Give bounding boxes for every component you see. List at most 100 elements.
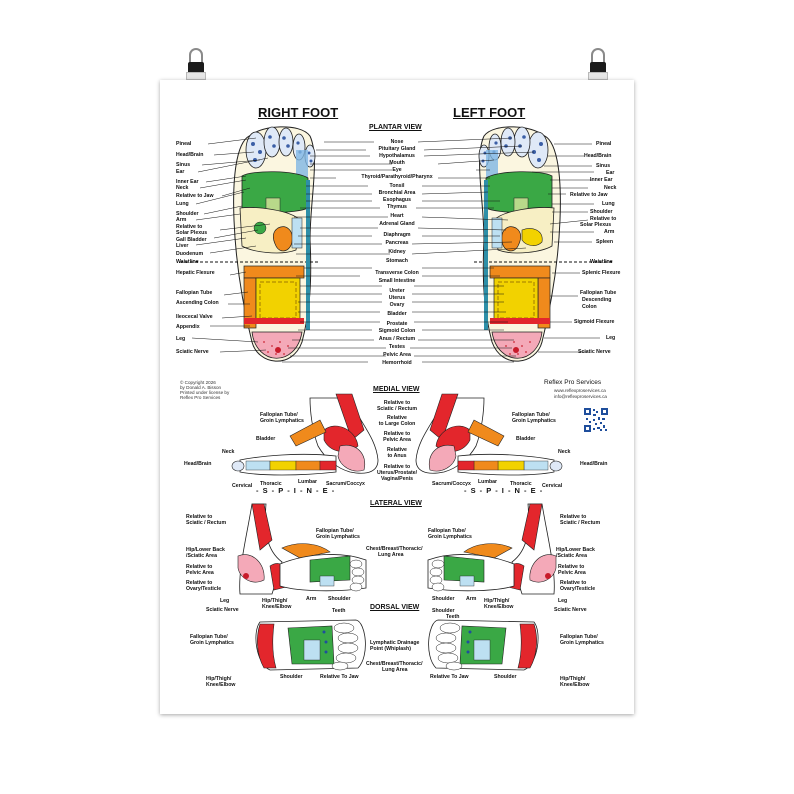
label: Head/Brain — [176, 152, 204, 158]
label: /Sciatic Area — [556, 553, 587, 559]
label: Stomach — [386, 258, 408, 264]
label: Relative to — [560, 514, 587, 520]
label: Eye — [392, 167, 402, 173]
spine-label-left: - S - P - I - N - E - — [464, 486, 544, 495]
label: Inner Ear — [590, 177, 613, 183]
label: Hip/Lower Back — [556, 547, 595, 553]
label: Chest/Breast/Thoracic/ — [366, 661, 423, 667]
label: Leg — [220, 598, 230, 604]
label: Esophagus — [383, 197, 411, 203]
label: Hemorrhoid — [382, 360, 412, 366]
label: Ovary/Testicle — [560, 586, 596, 592]
right-foot-plantar — [180, 126, 320, 362]
medial-view-right — [231, 393, 379, 476]
label: Shoulder — [280, 674, 303, 680]
label: Sciatic / Rectum — [376, 406, 418, 412]
right-foot-heading: RIGHT FOOT — [258, 105, 339, 120]
label: Teeth — [332, 608, 346, 614]
brand-url[interactable]: www.reflexproservices.ca — [554, 388, 606, 393]
label: Shoulder — [494, 674, 517, 680]
label: Lung Area — [378, 552, 404, 558]
label: Leg — [606, 335, 616, 341]
lateral-view-right — [237, 503, 367, 595]
label: Hip/Thigh/ — [484, 598, 510, 604]
label: Solar Plexus — [580, 222, 612, 228]
label: Colon — [582, 304, 597, 310]
label: Pineal — [596, 141, 612, 147]
medial-view-left — [415, 393, 563, 476]
plantar-view-title: PLANTAR VIEW — [369, 124, 422, 131]
label: Duodenum — [176, 251, 204, 257]
label: Thoracic — [260, 481, 282, 487]
label: Bladder — [516, 436, 536, 442]
label: Thymus — [387, 204, 407, 210]
label: Pelvic Area — [383, 437, 411, 443]
label: Tonsil — [389, 183, 405, 189]
brand-name: Reflex Pro Services — [544, 379, 602, 386]
plantar-leader-lines — [191, 137, 600, 363]
label: Lumbar — [478, 479, 498, 485]
lateral-view-left — [427, 503, 557, 595]
left-foot-plantar — [474, 126, 614, 362]
label: Arm — [604, 229, 615, 235]
left-foot-heading: LEFT FOOT — [453, 105, 526, 120]
label: Fallopian Tube/ — [316, 528, 354, 534]
label: Knee/Elbow — [560, 682, 590, 688]
label: Relative to — [186, 580, 213, 586]
label: Pituitary Gland — [378, 146, 416, 152]
copyright-line: by Donald A. Bisson — [180, 385, 222, 390]
label: Relative to — [383, 464, 411, 470]
label: Sciatic / Rectum — [560, 520, 601, 526]
label: Leg — [176, 336, 186, 342]
label: Groin Lymphatics — [560, 640, 604, 646]
label: Gall Bladder — [176, 237, 207, 243]
label: Lymphatic Drainage — [370, 640, 420, 646]
label: Neck — [222, 449, 235, 455]
label: Waistline — [590, 259, 613, 265]
label: Waistline — [176, 259, 199, 265]
label: Fallopian Tube — [580, 290, 617, 296]
copyright-line: Printed under license by — [180, 390, 230, 395]
poster-illustrations — [180, 126, 614, 671]
label: Transverse Colon — [375, 270, 419, 276]
label: Head/Brain — [584, 153, 612, 159]
label: Shoulder — [432, 608, 455, 614]
dorsal-view-title: DORSAL VIEW — [370, 604, 420, 611]
label: Groin Lymphatics — [512, 418, 556, 424]
label: Groin Lymphatics — [190, 640, 234, 646]
label: Sinus — [596, 163, 611, 169]
label: Arm — [176, 217, 187, 223]
label: Hip/Thigh/ — [206, 676, 232, 682]
label: Neck — [176, 185, 189, 191]
label: Thoracic — [510, 481, 532, 487]
label: Anus / Rectum — [378, 336, 416, 342]
label: Sciatic Nerve — [176, 349, 209, 355]
label: Neck — [558, 449, 571, 455]
label: Relative to Jaw — [176, 193, 214, 199]
label: Relative to — [560, 580, 587, 586]
brand-email[interactable]: info@reflexproservices.ca — [554, 394, 607, 399]
label: Shoulder — [176, 211, 199, 217]
label: Liver — [176, 243, 189, 249]
label: Ileocecal Valve — [176, 314, 213, 320]
spine-label-right: - S - P - I - N - E - — [256, 486, 336, 495]
label: Fallopian Tube/ — [560, 634, 598, 640]
label: Sciatic Nerve — [206, 607, 239, 613]
label: Thyroid/Parathyroid/Pharynx — [361, 174, 433, 180]
label: Shoulder — [328, 596, 351, 602]
label: Relative To Jaw — [320, 674, 359, 680]
dorsal-view-left — [428, 619, 539, 671]
label: Mouth — [389, 160, 405, 166]
label: Ureter — [389, 288, 405, 294]
label: Hip/Thigh/ — [262, 598, 288, 604]
label: to Anus — [387, 453, 407, 459]
label: Vagina/Penis — [380, 476, 414, 482]
label: Nose — [390, 139, 404, 145]
label: Arm — [306, 596, 317, 602]
label: Lumbar — [298, 479, 318, 485]
label: Hip/Lower Back — [186, 547, 225, 553]
label: Knee/Elbow — [484, 604, 514, 610]
label: Lung — [176, 201, 189, 207]
label: Point (Whiplash) — [370, 646, 411, 652]
label: Small Intestine — [378, 278, 416, 284]
